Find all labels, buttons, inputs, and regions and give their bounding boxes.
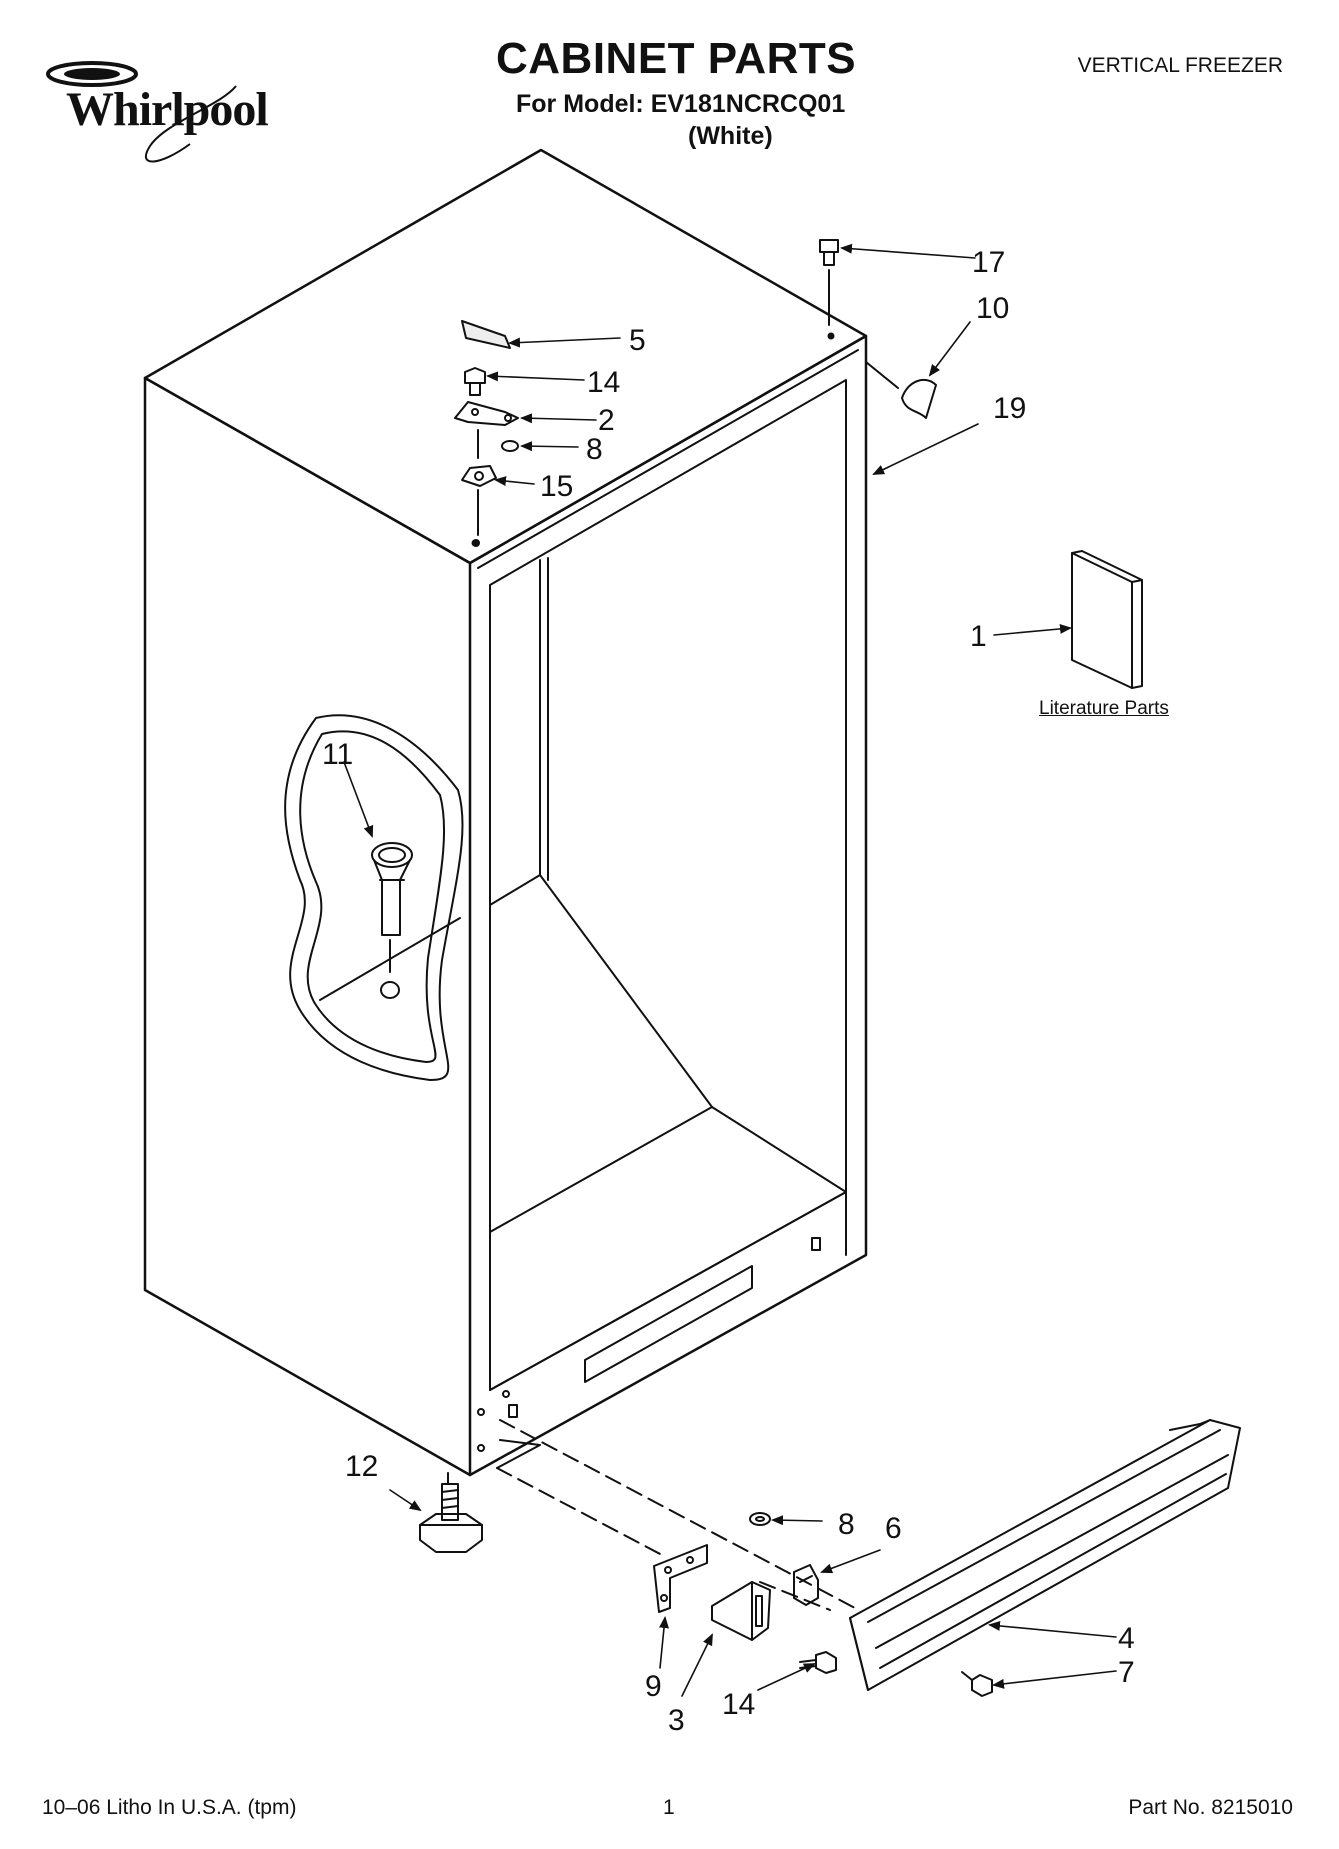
- callout-19: 19: [993, 392, 1026, 425]
- callout-17: 17: [972, 246, 1005, 279]
- callout-9: 9: [645, 1670, 662, 1703]
- header: CABINET PARTS For Model: EV181NCRCQ01 (W…: [0, 34, 1339, 164]
- callout-1: 1: [970, 620, 987, 653]
- color-line: (White): [688, 122, 773, 150]
- callout-14-bottom: 14: [722, 1688, 755, 1721]
- callout-10: 10: [976, 292, 1009, 325]
- callout-7: 7: [1118, 1656, 1135, 1689]
- product-category: VERTICAL FREEZER: [1077, 54, 1283, 77]
- bottom-hinge-hardware: [496, 1419, 993, 1697]
- page-title: CABINET PARTS: [496, 34, 857, 83]
- callout-8-top: 8: [586, 433, 603, 466]
- callout-5: 5: [629, 324, 646, 357]
- callout-11: 11: [322, 738, 353, 771]
- model-line: For Model: EV181NCRCQ01: [516, 90, 846, 118]
- callout-12: 12: [345, 1450, 378, 1483]
- callout-numbers: 17 10 5 14 2 8 15 19 1 11 12 8 6 9 3 14 …: [322, 246, 1135, 1737]
- callout-4: 4: [1118, 1622, 1135, 1655]
- callout-6: 6: [885, 1512, 902, 1545]
- page-number: 1: [663, 1796, 675, 1819]
- callout-8-bottom: 8: [838, 1508, 855, 1541]
- brand-wordmark: Whirlpool: [66, 83, 269, 136]
- top-hinge-hardware: [454, 239, 937, 547]
- callout-2: 2: [598, 404, 615, 437]
- drain-cutaway: [284, 714, 464, 1081]
- part-number: Part No. 8215010: [1128, 1796, 1293, 1819]
- cabinet-body: [143, 148, 868, 1477]
- callout-3: 3: [668, 1704, 685, 1737]
- literature-parts-label: Literature Parts: [1039, 698, 1169, 719]
- leveling-leg: [419, 1472, 483, 1553]
- brand-logo-swirl: [46, 61, 237, 163]
- toe-grille: [849, 1419, 1241, 1691]
- callout-14-top: 14: [587, 366, 620, 399]
- literature-pack: [1071, 550, 1143, 689]
- leader-arrows: [343, 243, 1117, 1697]
- brand-logo: Whirlpool: [40, 46, 290, 176]
- callout-15: 15: [540, 470, 573, 503]
- print-info: 10–06 Litho In U.S.A. (tpm): [42, 1796, 297, 1819]
